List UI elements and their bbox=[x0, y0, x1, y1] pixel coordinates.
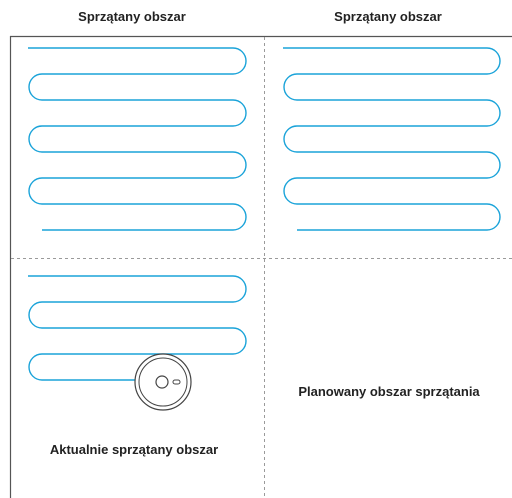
cleaning-path-top-right bbox=[283, 47, 501, 231]
cleaned-area-left-label: Sprzątany obszar bbox=[78, 9, 186, 24]
planned-area-label: Planowany obszar sprzątania bbox=[298, 384, 480, 399]
cleaned-area-right-label: Sprzątany obszar bbox=[334, 9, 442, 24]
robot-vacuum-icon bbox=[134, 353, 192, 411]
cleaning-path-top-left bbox=[28, 47, 247, 231]
cleaning-path-current bbox=[28, 275, 247, 381]
current-area-label: Aktualnie sprzątany obszar bbox=[49, 442, 219, 457]
